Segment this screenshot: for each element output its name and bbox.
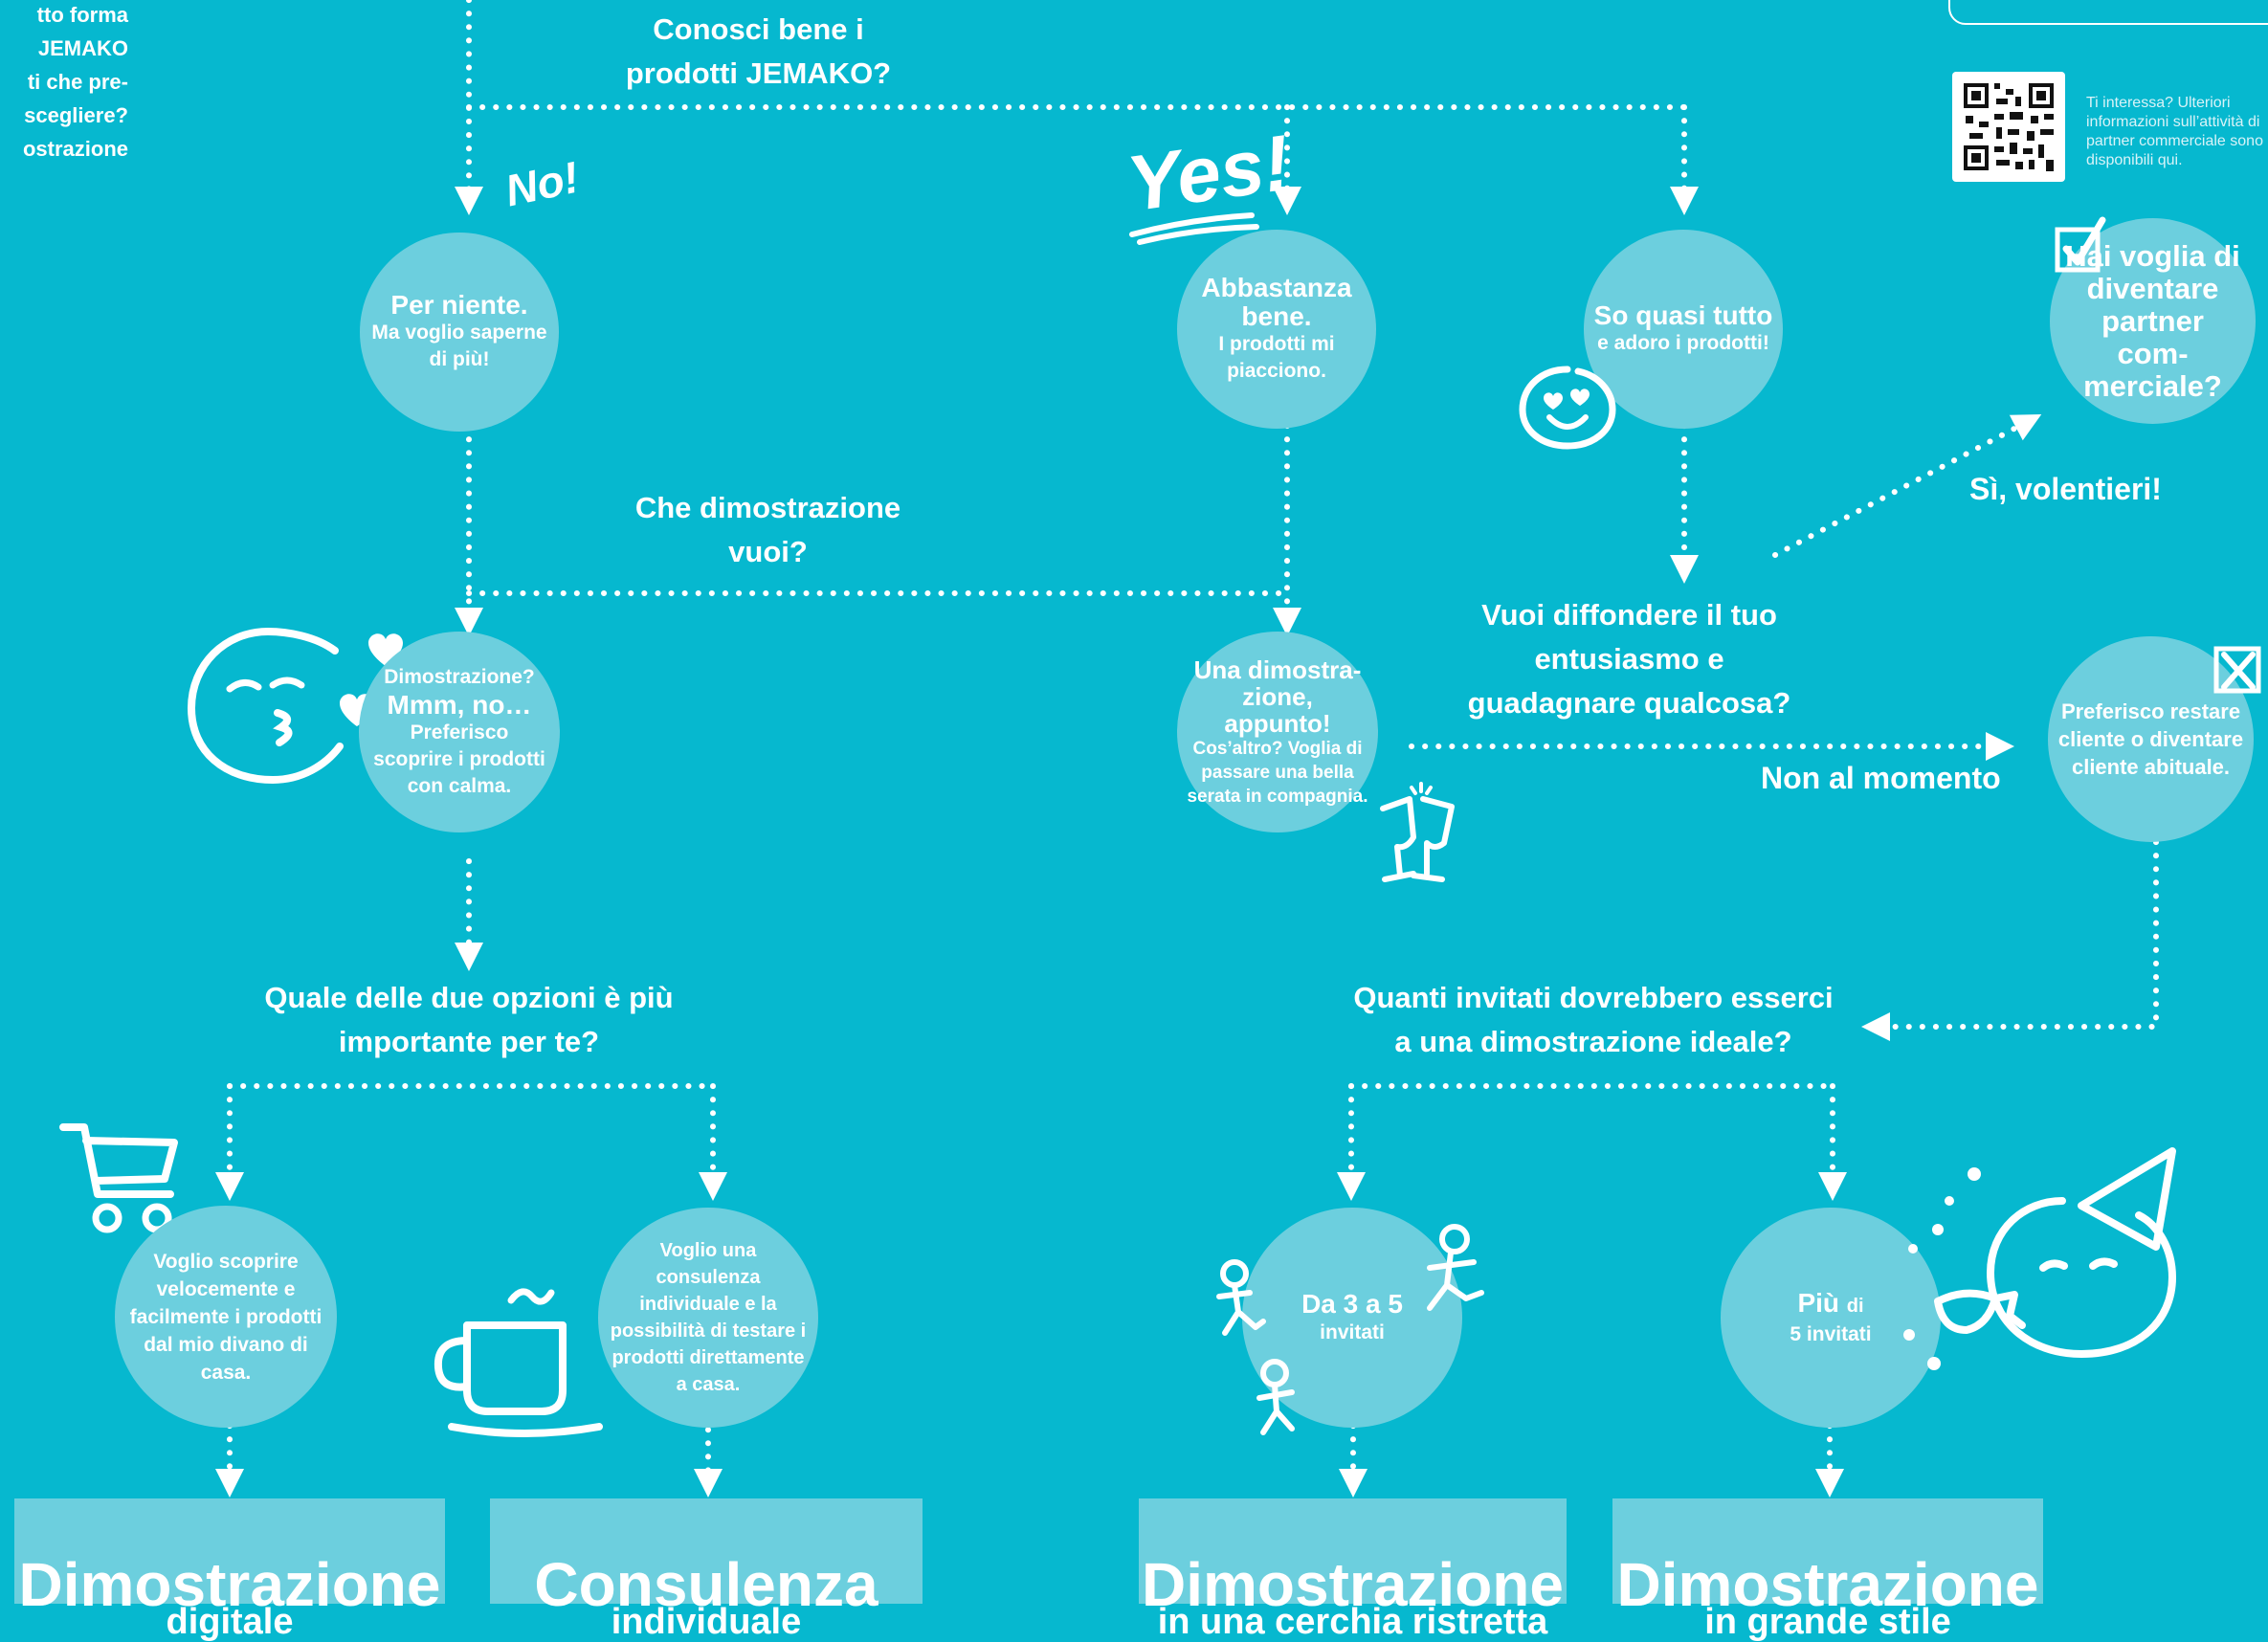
result-box-digitale (14, 1498, 445, 1604)
question-che-dimostrazione: Che dimostrazione vuoi? (634, 491, 901, 568)
result-title-cerchia: Dimostrazione (1142, 1550, 1564, 1619)
result-box-consulenza (490, 1498, 923, 1604)
answer-non-al-momento[interactable]: Non al momento (1761, 761, 2001, 795)
question-know-products: Conosci bene i prodotti JEMAKO? (625, 12, 892, 90)
x-box-icon (2213, 646, 2261, 694)
result-sub-cerchia: in una cerchia ristretta (1157, 1602, 1548, 1642)
answer-dimostrazione-appunto[interactable]: Una dimostra-zione, appunto! Cos’altro? … (1177, 632, 1378, 832)
answer-consulenza[interactable]: Voglio una consulenza individuale e la p… (598, 1208, 818, 1428)
result-title-consulenza: Consulenza (534, 1550, 878, 1619)
coffee-cup-icon (434, 1288, 603, 1437)
answer-restare-cliente[interactable]: Preferisco restare cliente o diventare c… (2048, 636, 2254, 842)
result-title-digitale: Dimostrazione (18, 1550, 441, 1619)
answer-3-a-5[interactable]: Da 3 a 5 invitati (1242, 1208, 1462, 1428)
qr-info-text: Ti interessa? Ulteriori informazioni sul… (2086, 95, 2263, 168)
top-right-frame (1948, 0, 2268, 25)
result-sub-grande: in grande stile (1704, 1602, 1951, 1642)
party-face-icon (1903, 1147, 2176, 1370)
result-sub-consulenza: individuale (611, 1602, 802, 1642)
result-title-grande: Dimostrazione (1616, 1550, 2039, 1619)
answer-divano[interactable]: Voglio scoprire velocemente e facilmente… (115, 1206, 337, 1428)
answer-mmm-no[interactable]: Dimostrazione? Mmm, no… Preferisco scopr… (359, 632, 560, 832)
result-box-cerchia (1139, 1498, 1567, 1604)
smiley-heart-eyes-icon (1519, 366, 1616, 450)
question-opzioni: Quale delle due opzioni è più importante… (264, 981, 674, 1058)
running-people-icon (1216, 1224, 1484, 1435)
question-partner[interactable]: Hai voglia di diventare partner com-merc… (2050, 218, 2256, 424)
yes-sticker: Yes! (1122, 120, 1296, 245)
checkbox-icon (2055, 216, 2106, 273)
champagne-glasses-icon (1380, 782, 1455, 882)
intro-text: tto forma JEMAKO ti che pre- scegliere? … (22, 3, 128, 161)
result-sub-digitale: digitale (166, 1602, 294, 1642)
answer-quasi-tutto[interactable]: So quasi tutto e adoro i prodotti! (1584, 230, 1783, 429)
question-invitati: Quanti invitati dovrebbero esserci a una… (1353, 981, 1834, 1058)
result-box-grande (1612, 1498, 2043, 1604)
answer-piu-di-5[interactable]: Più di 5 invitati (1721, 1208, 1941, 1428)
question-diffondere: Vuoi diffondere il tuo entusiasmo e guad… (1467, 598, 1791, 720)
answer-si-volentieri[interactable]: Sì, volentieri! (1969, 472, 2162, 506)
shopping-cart-icon (59, 1123, 178, 1233)
answer-per-niente[interactable]: Per niente. Ma voglio saperne di più! (360, 233, 559, 432)
answer-abbastanza[interactable]: Abbastanza bene. I prodotti mi piacciono… (1177, 230, 1376, 429)
qr-code-icon[interactable] (1952, 72, 2065, 182)
